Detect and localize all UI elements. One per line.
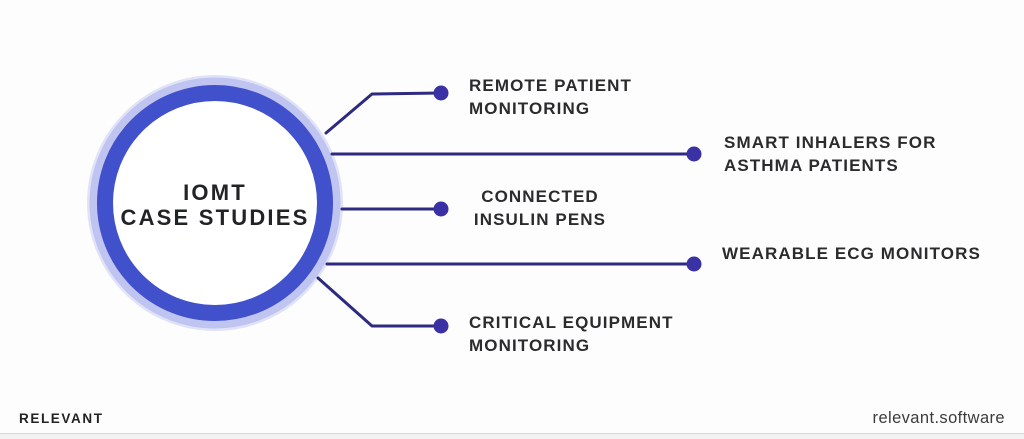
node-label-line: CRITICAL EQUIPMENT xyxy=(469,313,674,332)
hub-title-line1: IOMT xyxy=(183,180,247,205)
node-label-wearable-ecg-monitors: WEARABLE ECG MONITORS xyxy=(722,243,981,266)
connector-remote-patient-monitoring xyxy=(324,91,443,135)
hub-circle-glow xyxy=(89,77,341,329)
node-label-smart-inhalers: SMART INHALERS FOR ASTHMA PATIENTS xyxy=(724,132,936,177)
node-label-line: MONITORING xyxy=(469,335,591,355)
website-link[interactable]: relevant.software xyxy=(872,409,1005,427)
node-label-remote-patient-monitoring: REMOTE PATIENT MONITORING xyxy=(469,75,632,120)
node-label-line: WEARABLE ECG MONITORS xyxy=(722,244,981,263)
node-label-line: CONNECTED xyxy=(481,187,599,206)
node-label-critical-equipment-monitoring: CRITICAL EQUIPMENT MONITORING xyxy=(469,312,674,357)
dot-wearable-ecg-monitors xyxy=(686,256,702,272)
dot-smart-inhalers xyxy=(686,146,702,162)
node-label-line: MONITORING xyxy=(469,98,591,118)
dot-connected-insulin-pens xyxy=(433,201,449,217)
dot-critical-equipment-monitoring xyxy=(433,318,449,334)
node-label-line: ASTHMA PATIENTS xyxy=(724,155,899,175)
node-label-line: SMART INHALERS FOR xyxy=(724,133,937,152)
node-label-line: INSULIN PENS xyxy=(473,209,607,229)
dot-remote-patient-monitoring xyxy=(433,85,449,101)
hub-title: IOMT CASE STUDIES xyxy=(85,180,345,230)
connector-critical-equipment-monitoring xyxy=(316,276,443,328)
hub-circle xyxy=(97,85,333,321)
brand-logo: RELEVANT xyxy=(19,411,104,426)
node-label-line: REMOTE PATIENT xyxy=(469,76,633,95)
hub-title-line2: CASE STUDIES xyxy=(120,205,310,230)
node-label-connected-insulin-pens: CONNECTED INSULIN PENS xyxy=(462,186,618,231)
bottom-divider xyxy=(0,433,1024,439)
